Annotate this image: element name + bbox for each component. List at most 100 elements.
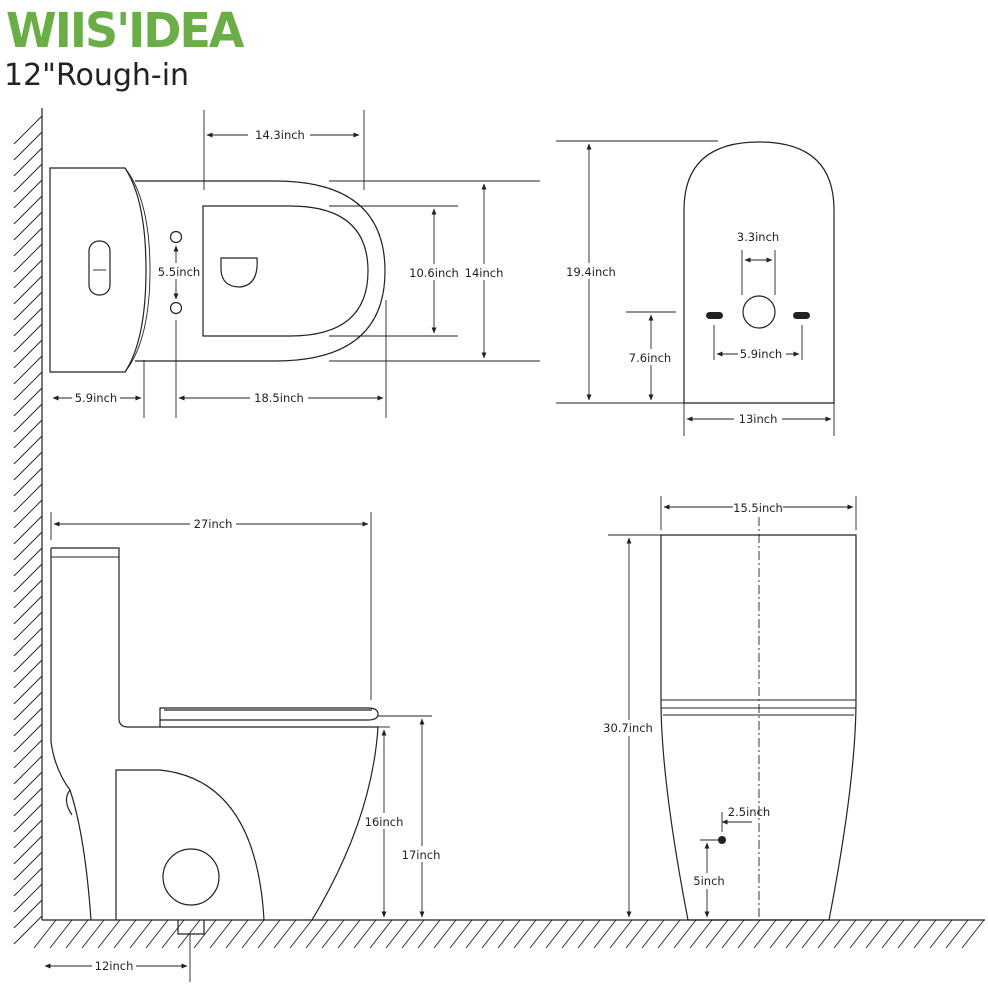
dim-18-5: 18.5inch — [254, 391, 304, 405]
wall-hatch-line — [13, 531, 43, 561]
wall-hatch-line — [13, 211, 43, 241]
wall-hatch-line — [13, 659, 43, 689]
wall-hatch-line — [13, 595, 43, 625]
floor-hatch-line — [641, 919, 665, 949]
wall-hatch-line — [13, 723, 43, 753]
wall-hatch-line — [13, 819, 43, 849]
wall-hatch-line — [13, 739, 43, 769]
floor-hatch-line — [241, 919, 265, 949]
floor-hatch-line — [737, 919, 761, 949]
dim-14-3: 14.3inch — [255, 128, 305, 142]
wall-hatch-line — [13, 899, 43, 929]
wall-hatch-line — [13, 515, 43, 545]
dim-5-5: 5.5inch — [158, 265, 200, 279]
wall-hatch-line — [13, 787, 43, 817]
floor-hatch-line — [625, 919, 649, 949]
floor-hatch-line — [353, 919, 377, 949]
dim-10-6: 10.6inch — [409, 266, 459, 280]
dim-13: 13inch — [739, 412, 778, 426]
floor-hatch-line — [689, 919, 713, 949]
wall-hatch-line — [13, 339, 43, 369]
wall-hatch-line — [13, 387, 43, 417]
floor-hatch-line — [273, 919, 297, 949]
floor-hatch-line — [657, 919, 681, 949]
floor-hatch-line — [593, 919, 617, 949]
wall-hatch-line — [13, 563, 43, 593]
floor-hatch-line — [401, 919, 425, 949]
floor-hatch-line — [961, 919, 985, 949]
floor-hatch-line — [129, 919, 153, 949]
wall-hatch-line — [13, 115, 43, 145]
wall-hatch-line — [13, 307, 43, 337]
wall-hatch-line — [13, 675, 43, 705]
dim-tank-5-9: 5.9inch — [75, 391, 117, 405]
floor-hatch-line — [817, 919, 841, 949]
dim-16: 16inch — [365, 815, 404, 829]
floor-hatch-line — [785, 919, 809, 949]
floor-hatch-line — [609, 919, 633, 949]
floor-hatch-line — [161, 919, 185, 949]
floor-hatch-line — [433, 919, 457, 949]
wall-hatch-line — [13, 419, 43, 449]
floor-hatch-line — [369, 919, 393, 949]
floor-hatch-line — [257, 919, 281, 949]
floor-hatch-line — [289, 919, 313, 949]
floor-hatch-line — [721, 919, 745, 949]
side-view: 27inch 16inch 17inch 12inch — [44, 512, 442, 982]
dim-19-4: 19.4inch — [566, 265, 616, 279]
wall-hatch-line — [13, 707, 43, 737]
rough-in-title: 12"Rough-in — [4, 58, 190, 93]
wall-hatch-line — [13, 755, 43, 785]
wall-hatch-line — [13, 131, 43, 161]
wall-hatch-line — [13, 835, 43, 865]
wall-hatch-line — [13, 323, 43, 353]
wall-hatch-line — [13, 179, 43, 209]
wall-hatch-line — [13, 915, 43, 945]
floor-hatch-line — [865, 919, 889, 949]
wall-hatch-line — [13, 291, 43, 321]
wall-hatch-line — [13, 643, 43, 673]
floor-hatch-line — [81, 919, 105, 949]
floor-hatch-line — [65, 919, 89, 949]
floor-hatch-line — [337, 919, 361, 949]
floor-hatch-line — [97, 919, 121, 949]
wall-hatch-line — [13, 691, 43, 721]
floor — [33, 919, 985, 949]
floor-hatch-line — [897, 919, 921, 949]
floor-hatch-line — [801, 919, 825, 949]
wall-hatch-line — [13, 435, 43, 465]
floor-hatch-line — [849, 919, 873, 949]
floor-hatch-line — [753, 919, 777, 949]
floor-hatch-line — [417, 919, 441, 949]
floor-hatch-line — [929, 919, 953, 949]
dim-12: 12inch — [95, 959, 134, 973]
floor-hatch-line — [561, 919, 585, 949]
wall-hatch-line — [13, 403, 43, 433]
wall-hatch-line — [13, 163, 43, 193]
dim-5: 5inch — [693, 874, 724, 888]
wall-hatch-line — [13, 195, 43, 225]
floor-hatch-line — [33, 919, 57, 949]
floor-hatch-line — [321, 919, 345, 949]
floor-hatch-line — [769, 919, 793, 949]
floor-hatch-line — [529, 919, 553, 949]
wall-hatch-line — [13, 355, 43, 385]
wall-hatch-line — [13, 867, 43, 897]
floor-hatch-line — [545, 919, 569, 949]
wall-hatch-line — [13, 627, 43, 657]
wall-hatch-line — [13, 371, 43, 401]
dim-14: 14inch — [465, 266, 504, 280]
floor-hatch-line — [577, 919, 601, 949]
floor-hatch-line — [833, 919, 857, 949]
floor-hatch-line — [305, 919, 329, 949]
floor-hatch-line — [145, 919, 169, 949]
wall-hatch-line — [13, 243, 43, 273]
wall-hatch-line — [13, 259, 43, 289]
floor-hatch-line — [497, 919, 521, 949]
dim-30-7: 30.7inch — [603, 721, 653, 735]
wall-hatch-line — [13, 547, 43, 577]
wall-hatch-line — [13, 579, 43, 609]
wall-hatch-line — [13, 883, 43, 913]
dim-7-6: 7.6inch — [629, 351, 671, 365]
